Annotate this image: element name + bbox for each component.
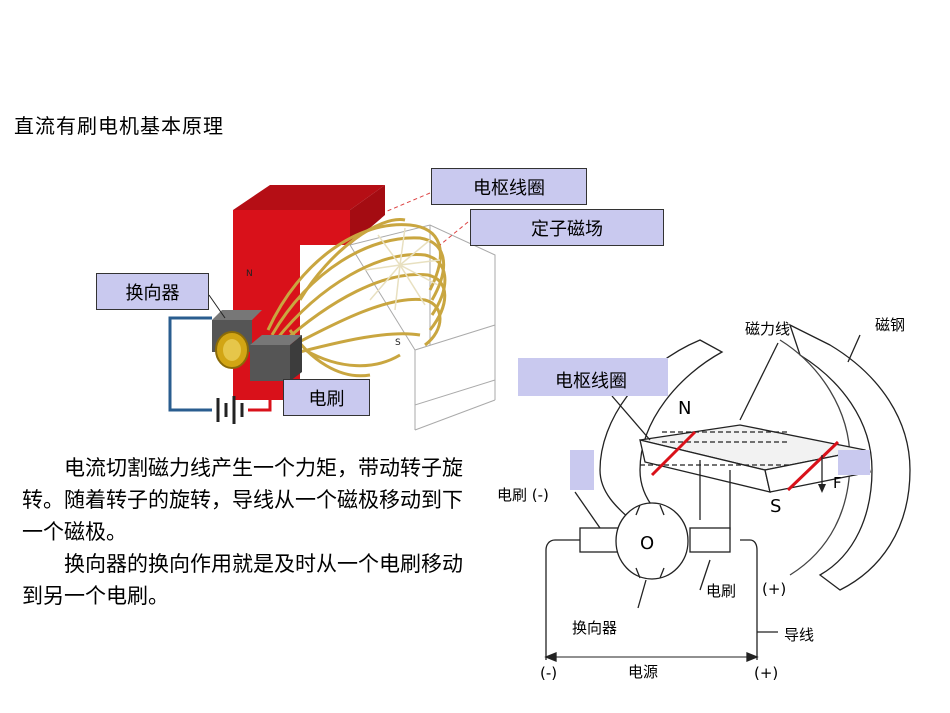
housing-outline (349, 224, 496, 431)
force-arrow-head (818, 484, 826, 493)
brush-block (250, 335, 302, 381)
pole-mark-n: N (246, 269, 253, 279)
battery-icon (216, 396, 244, 424)
commutator (212, 310, 262, 369)
description-paragraph-2: 换向器的换向作用就是及时从一个电刷移动到另一个电刷。 (22, 552, 463, 608)
label-plus-lower: (+) (754, 664, 779, 682)
callout-brush: 电刷 (283, 379, 370, 416)
label-power-source: 电源 (628, 663, 659, 681)
marker-left (570, 450, 594, 490)
armature-coil-label-bg (518, 358, 668, 396)
label-field-lines: 磁力线 (745, 320, 791, 338)
description-text: 电流切割磁力线产生一个力矩，带动转子旋转。随着转子的旋转，导线从一个磁极移动到下… (22, 452, 472, 612)
rotor-label: O (640, 533, 654, 554)
commutator-ring (615, 502, 689, 580)
label-brush: 电刷 (706, 582, 737, 600)
pole-mark-s: S (395, 338, 401, 348)
callout-leaders (384, 192, 469, 246)
label-force: F (833, 474, 842, 492)
description-paragraph-1: 电流切割磁力线产生一个力矩，带动转子旋转。随着转子的旋转，导线从一个磁极移动到下… (22, 456, 463, 544)
wire-right (740, 539, 758, 660)
brush-left (579, 527, 621, 553)
label-brush-negative: 电刷 (-) (497, 486, 549, 504)
conductor-left (650, 430, 697, 477)
label-south: S (770, 496, 782, 517)
label-plus-upper: (+) (762, 580, 787, 598)
field-line-arrows (640, 431, 790, 466)
label-minus: (-) (540, 664, 558, 682)
page-title: 直流有刷电机基本原理 (14, 114, 224, 138)
magnet-right (788, 323, 911, 591)
label-north: N (678, 398, 692, 419)
callout-armature-coil: 电枢线圈 (431, 168, 587, 205)
leader-commutator (208, 294, 226, 319)
wire-left (545, 539, 580, 660)
blue-wire (168, 316, 212, 412)
callout-commutator: 换向器 (96, 273, 209, 310)
label-armature-coil: 电枢线圈 (555, 371, 627, 392)
label-commutator: 换向器 (572, 619, 618, 637)
conductor-right (786, 440, 840, 492)
armature-core (364, 227, 441, 311)
marker-right (838, 450, 870, 475)
label-wire: 导线 (784, 626, 815, 644)
red-wire (248, 381, 272, 412)
callout-stator-field: 定子磁场 (470, 209, 664, 246)
label-magnet-steel: 磁钢 (875, 316, 906, 334)
brush-right (689, 527, 731, 553)
